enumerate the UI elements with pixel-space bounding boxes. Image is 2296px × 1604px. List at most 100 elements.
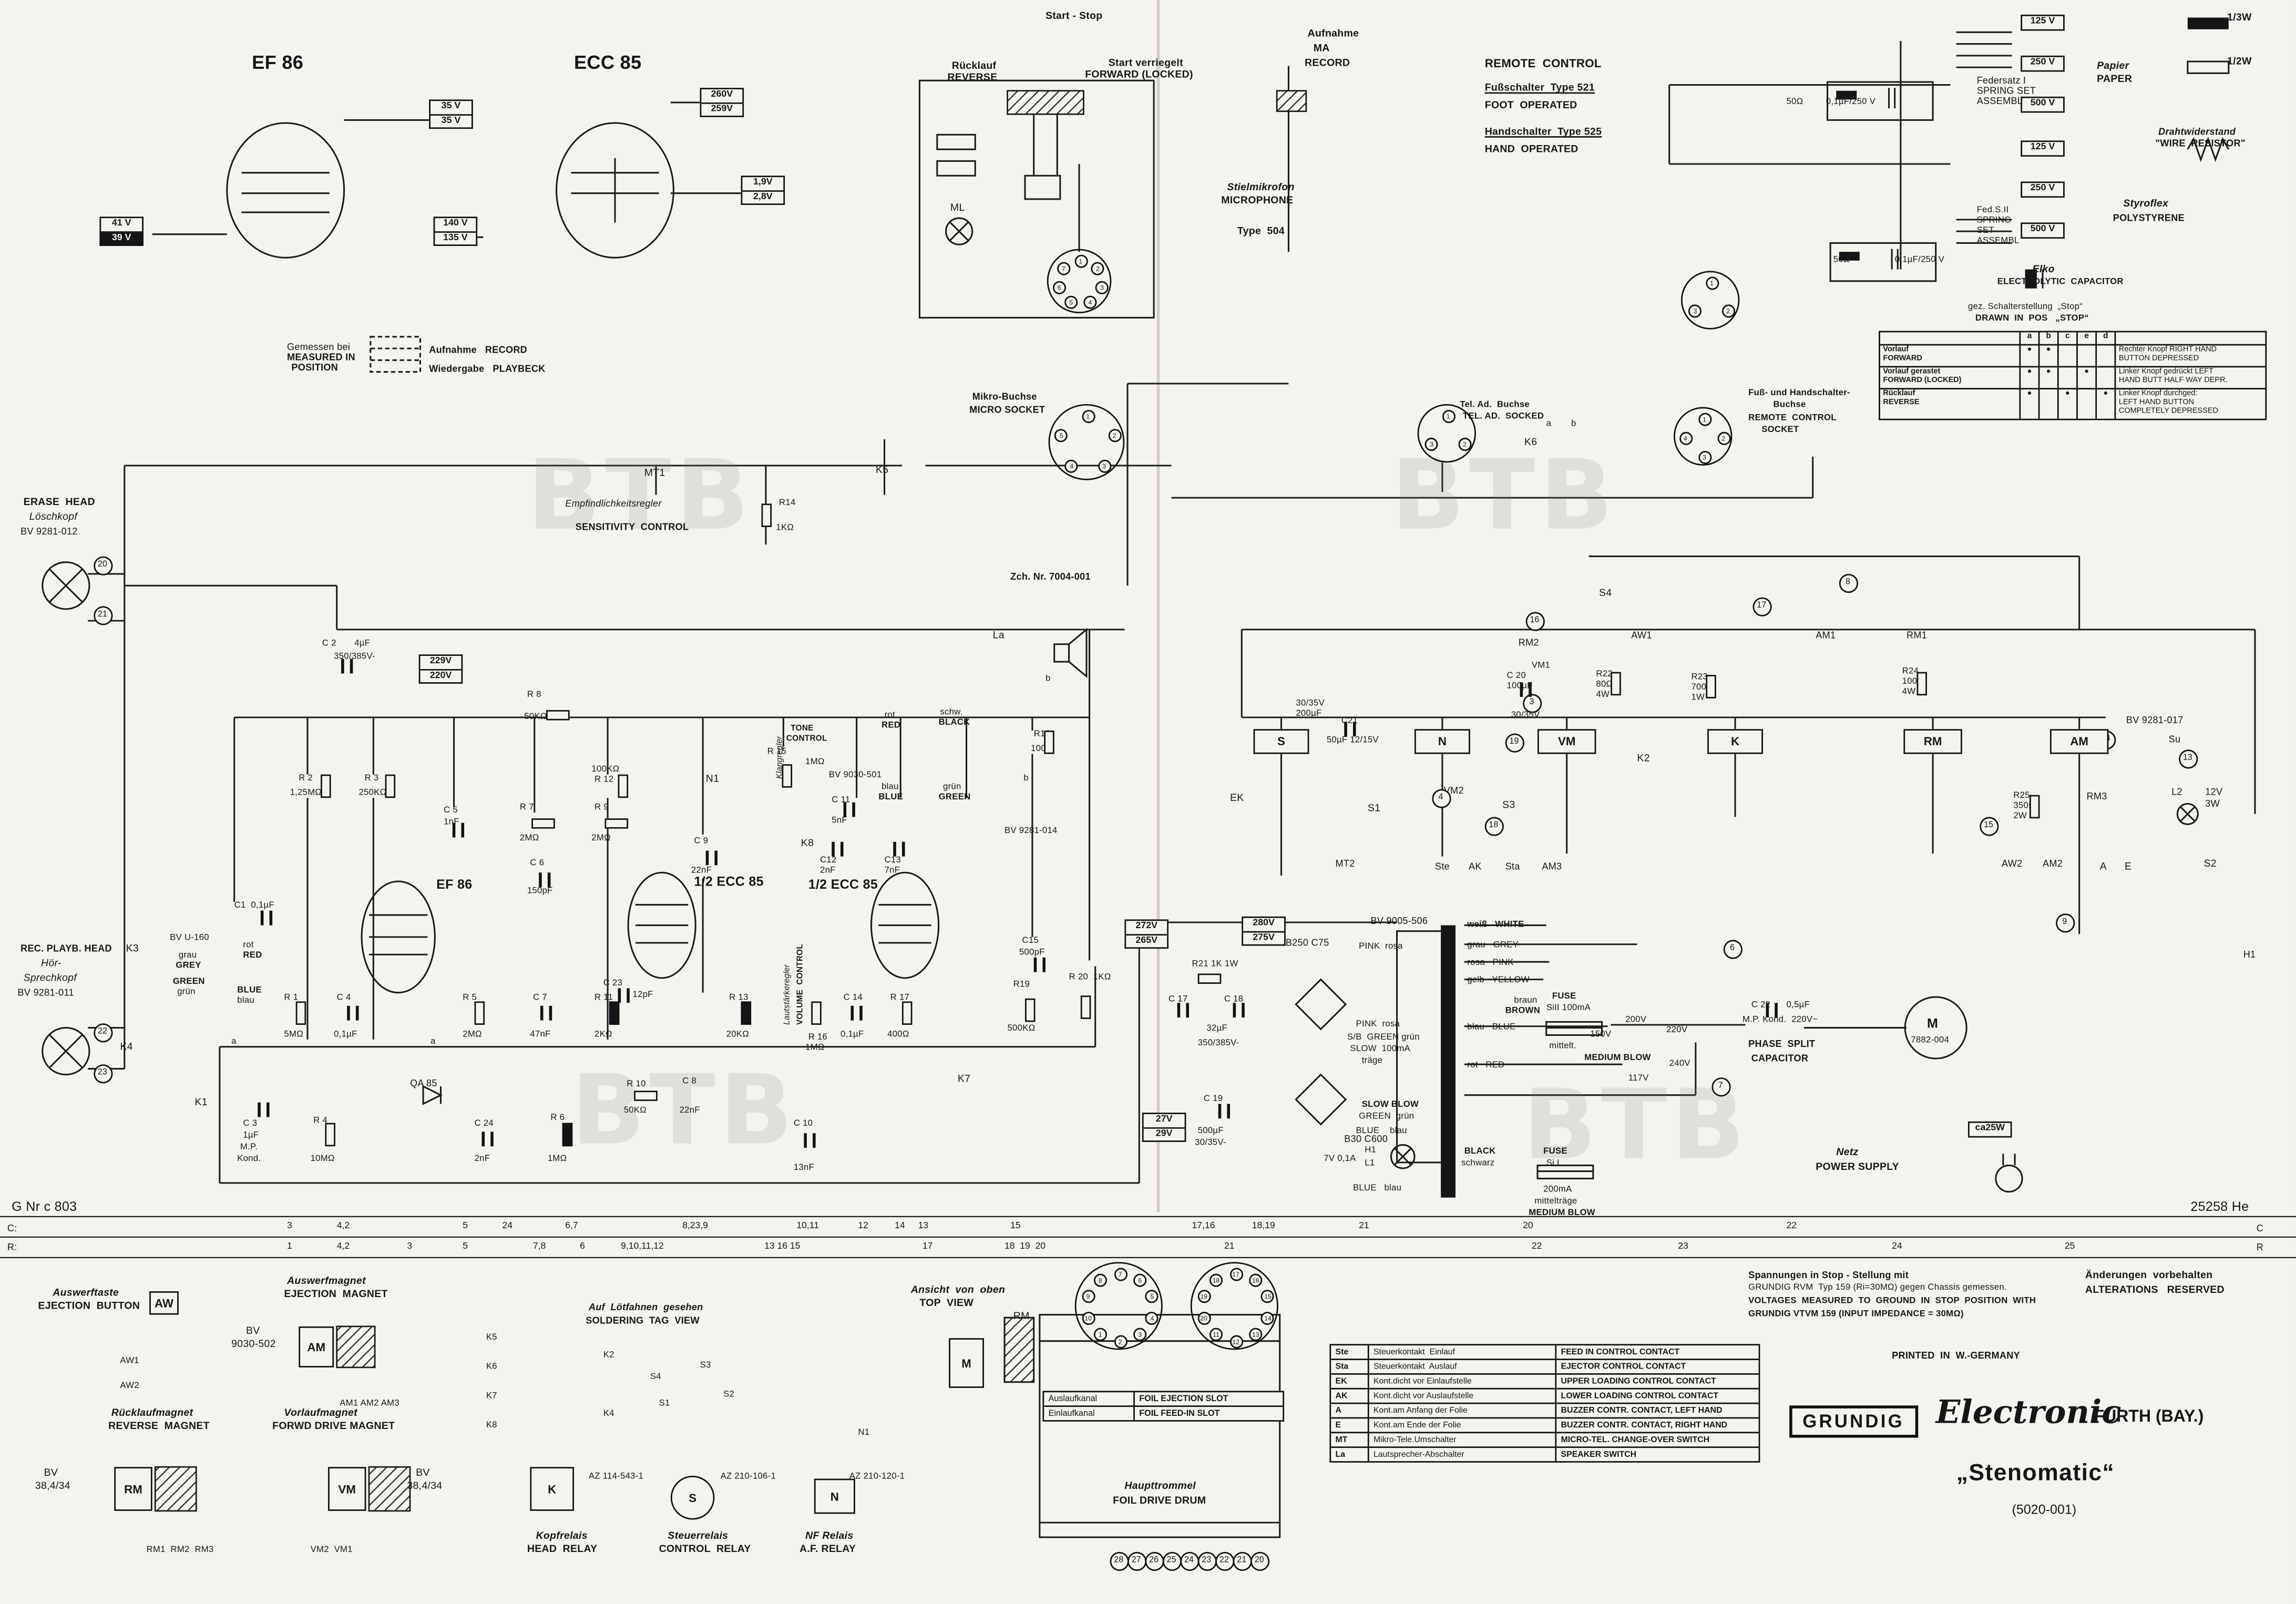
measure-legend-box <box>370 336 422 373</box>
schematic-label: EJECTION MAGNET <box>284 1290 388 1300</box>
schematic-label: PINK rosa <box>1359 942 1403 952</box>
schematic-label: 2MΩ <box>463 1031 482 1040</box>
legend-box-am: AM <box>299 1326 334 1367</box>
schematic-label: CAPACITOR <box>1751 1054 1809 1065</box>
schematic-label: CONTROL RELAY <box>659 1544 751 1555</box>
schematic-label: R 2 <box>299 774 313 784</box>
scale-strip-lines <box>0 1216 2296 1259</box>
record-slider <box>1276 90 1307 112</box>
socket-pin: 8 <box>1093 1273 1107 1287</box>
schematic-label: BLUE <box>878 793 904 803</box>
schematic-label: A.F. RELAY <box>799 1544 856 1555</box>
schematic-label: Spannungen in Stop - Stellung mit <box>1748 1270 1909 1281</box>
schematic-label: Kopfrelais <box>536 1531 588 1542</box>
contact-english: FEED IN CONTROL CONTACT <box>1556 1345 1759 1360</box>
switch-contact-dot: ● <box>2021 345 2040 367</box>
socket-pin: 20 <box>1197 1311 1211 1324</box>
schematic-label: 100KΩ <box>591 765 620 775</box>
scale-number: 22 <box>1531 1241 1542 1252</box>
schematic-label: 10MΩ <box>310 1155 335 1164</box>
schematic-label: FORWD DRIVE MAGNET <box>272 1421 395 1432</box>
capacitor-symbol <box>1177 1003 1189 1018</box>
schematic-label: Type 504 <box>1237 227 1285 238</box>
schematic-label: E <box>2125 862 2132 873</box>
diode-qa85 <box>422 1085 443 1105</box>
schematic-label: R19 <box>1013 981 1030 990</box>
switch-contact-dot <box>2097 367 2116 389</box>
schematic-label: RM1 <box>1906 631 1928 642</box>
schematic-label: 1/2 ECC 85 <box>694 874 764 889</box>
schematic-label: BLUE blau <box>1352 1184 1402 1194</box>
resistor-symbol-filled <box>2187 17 2229 29</box>
schematic-label: 50KΩ <box>623 1106 647 1116</box>
schematic-label: R 7 <box>519 804 534 813</box>
schematic-label: mittelträge <box>1534 1197 1577 1207</box>
schematic-label: R 13 <box>729 994 749 1003</box>
schematic-label: 240V <box>1669 1060 1690 1069</box>
schematic-label: mittelt. <box>1549 1042 1576 1052</box>
schematic-label: Buchse <box>1773 401 1806 410</box>
schematic-label: MT1 <box>644 468 665 479</box>
socket-pin: 4 <box>1083 295 1097 309</box>
am-coil-hatch <box>336 1325 376 1369</box>
scale-number: 5 <box>463 1221 468 1231</box>
schematic-label: Löschkopf <box>29 512 78 523</box>
capacitor-plate <box>481 1132 485 1147</box>
schematic-label: 50µF 12/15V <box>1326 736 1379 745</box>
schematic-label: AM1 <box>1816 631 1836 642</box>
switch-contact-dot: ● <box>2021 367 2040 389</box>
schematic-label: RM1 RM2 RM3 <box>146 1546 214 1555</box>
capacitor-symbol <box>1520 682 1532 697</box>
boxed-voltage-value: 500 V <box>2021 222 2065 239</box>
socket-pin: 6 <box>1133 1273 1147 1287</box>
schematic-label: grau GREY <box>1467 941 1519 950</box>
schematic-label: R 17 <box>890 994 910 1003</box>
schematic-label: H1 <box>1365 1146 1377 1155</box>
schematic-label: SPRING SET <box>1976 86 2036 97</box>
rm-coil-hatch <box>154 1466 197 1512</box>
schematic-label: 1MΩ <box>547 1155 567 1164</box>
schematic-label: Steuerrelais <box>668 1531 729 1542</box>
schematic-label: C 5 <box>444 806 458 816</box>
schematic-label: Zch. Nr. 7004-001 <box>1010 572 1091 583</box>
schematic-label: C 2 <box>322 640 336 649</box>
schematic-label: R 5 <box>463 994 477 1003</box>
socket-pin: 19 <box>1197 1290 1211 1304</box>
schematic-label: Rücklauf <box>951 61 997 72</box>
scan-watermark: BTB <box>527 439 754 552</box>
circled-terminal-number: 28 <box>1109 1551 1129 1570</box>
resistor-symbol <box>617 774 628 798</box>
boxed-voltage: 125 V <box>2021 14 2065 30</box>
spring-set-contacts <box>1956 31 2012 244</box>
schematic-label: Lautstärkeregler <box>783 964 793 1025</box>
resistor-symbol <box>531 817 555 828</box>
schematic-label: 22nF <box>691 867 712 876</box>
boxed-voltage-value: 260V <box>700 88 744 104</box>
mechanism-slider <box>1007 90 1084 115</box>
schematic-label: M.P. <box>240 1143 258 1153</box>
schematic-label: 1MΩ <box>805 758 825 767</box>
schematic-label: 4W <box>1596 691 1610 700</box>
switch-contact-dot <box>2039 389 2059 418</box>
schematic-label: R22 <box>1596 670 1613 680</box>
contact-german: Steuerkontakt Einlauf <box>1369 1345 1557 1360</box>
switch-mode-label: Vorlauf gerastet FORWARD (LOCKED) <box>1880 367 2021 389</box>
schematic-label: S4 <box>1598 588 1612 599</box>
legend-box-rm: RM <box>114 1467 152 1511</box>
schematic-label: K5 <box>875 465 889 476</box>
capacitor-plate <box>852 802 855 817</box>
boxed-voltage-value: 35 V <box>429 99 473 116</box>
capacitor-symbol <box>843 802 855 817</box>
switch-row: Vorlauf FORWARD●●Rechter Knopf RIGHT HAN… <box>1880 345 2266 367</box>
schematic-label: MA <box>1313 44 1330 55</box>
schematic-label: PAPER <box>2097 75 2133 85</box>
scale-number: 23 <box>1678 1241 1688 1252</box>
schematic-label: 1/2 ECC 85 <box>808 877 878 892</box>
resistor-symbol <box>901 1001 912 1025</box>
boxed-voltage: ca25W <box>1967 1121 2012 1137</box>
schematic-label: 3W <box>2205 799 2220 810</box>
schematic-label: R 6 <box>550 1114 565 1123</box>
legend-box-m: M <box>949 1338 984 1388</box>
